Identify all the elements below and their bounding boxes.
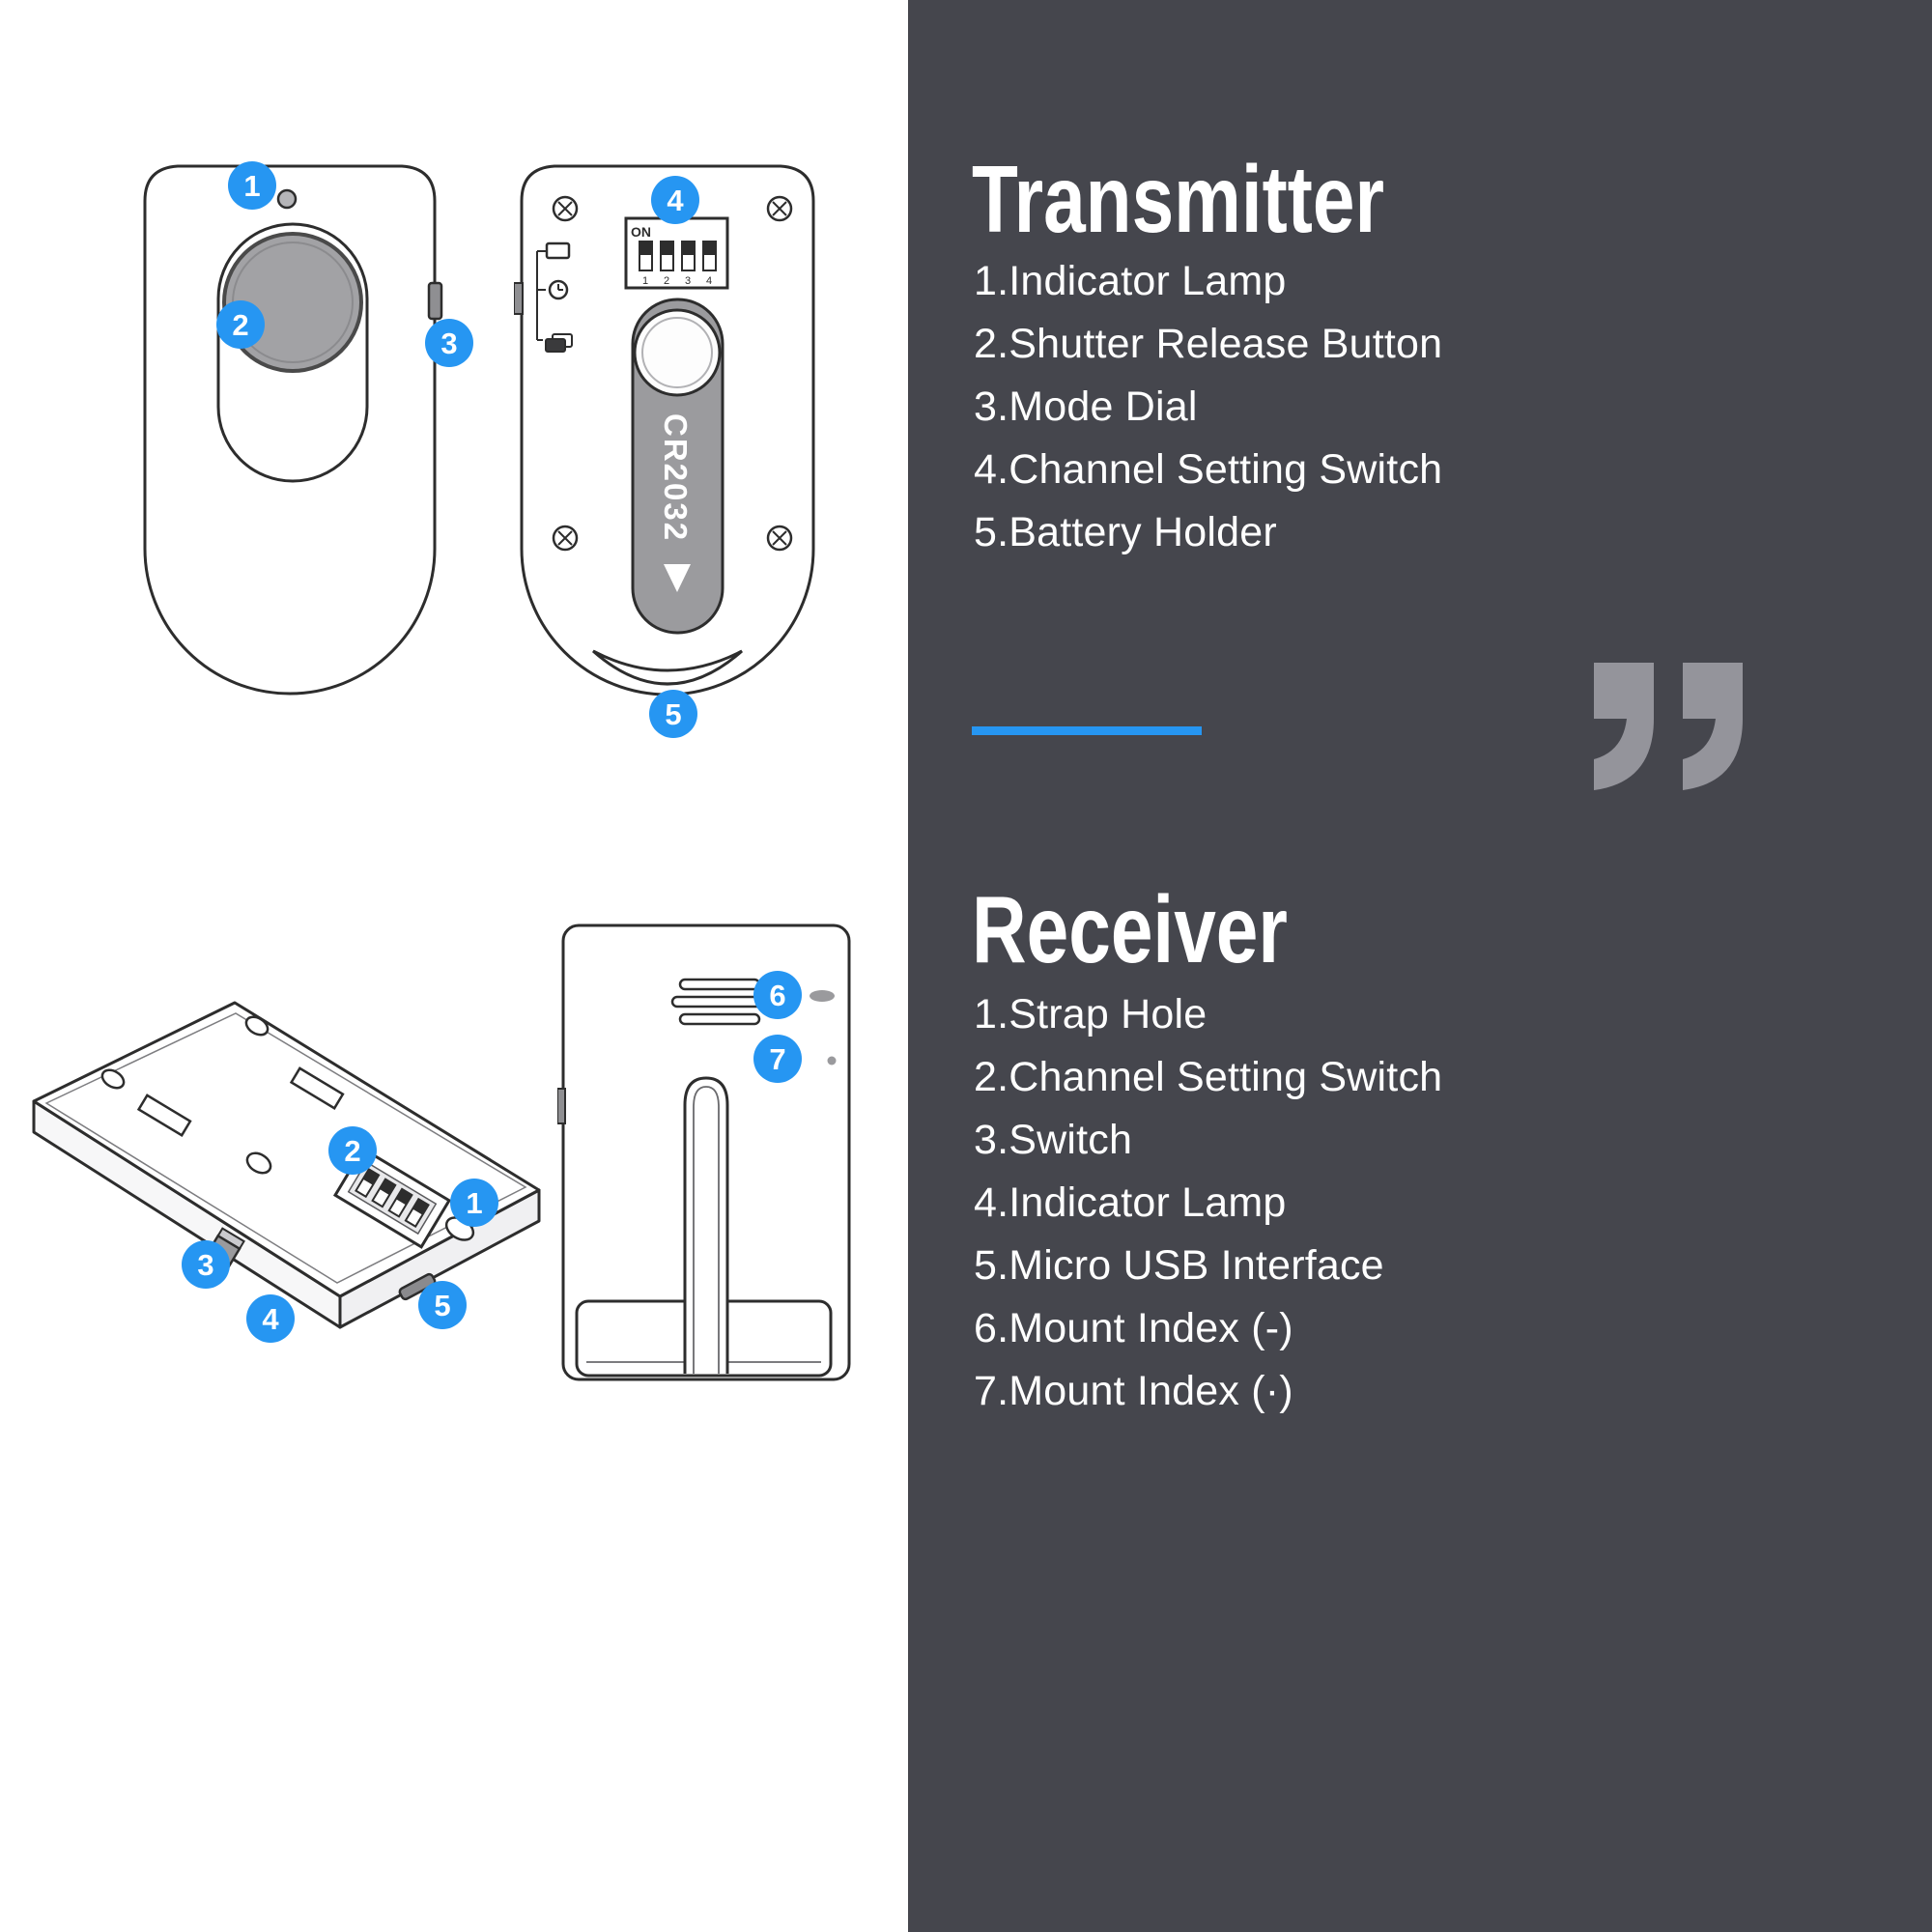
mode-dial-tab bbox=[427, 281, 443, 321]
mount-index-dash bbox=[810, 990, 835, 1002]
clip-tongue bbox=[683, 1076, 729, 1374]
burst-icon bbox=[545, 333, 573, 353]
callout-transmitter-3: 3 bbox=[425, 319, 473, 367]
channel-setting-switch-receiver bbox=[332, 1147, 452, 1249]
dip-levers bbox=[639, 241, 717, 271]
battery-type-label: CR2032 bbox=[658, 413, 694, 542]
callout-transmitter-2: 2 bbox=[216, 300, 265, 349]
receiver-feature: 4.Indicator Lamp bbox=[974, 1179, 1287, 1226]
screw-icon bbox=[552, 195, 579, 222]
transmitter-feature: 5.Battery Holder bbox=[974, 509, 1277, 555]
dip-number: 4 bbox=[706, 275, 712, 287]
dip-levers bbox=[355, 1167, 430, 1229]
callout-transmitter-1: 1 bbox=[228, 161, 276, 210]
receiver-feature: 6.Mount Index (-) bbox=[974, 1305, 1293, 1351]
mode-dial-tab bbox=[514, 282, 524, 315]
callout-receiver-3: 3 bbox=[182, 1240, 230, 1289]
transmitter-back-view: ON 1 2 3 4 CR2032 bbox=[514, 164, 815, 696]
finger-notch bbox=[592, 649, 743, 686]
screw-icon bbox=[552, 525, 579, 552]
receiver-feature: 2.Channel Setting Switch bbox=[974, 1054, 1443, 1100]
accent-divider bbox=[972, 726, 1202, 735]
belt-clip bbox=[575, 1076, 833, 1378]
top-face-seam bbox=[44, 1012, 527, 1284]
timer-icon bbox=[548, 279, 569, 300]
speaker-grill bbox=[670, 978, 769, 1026]
transmitter-feature-list: 1.Indicator Lamp 2.Shutter Release Butto… bbox=[974, 250, 1442, 564]
mode-icons bbox=[536, 242, 573, 353]
callout-receiver-1: 1 bbox=[450, 1179, 498, 1227]
callout-receiver-5: 5 bbox=[418, 1281, 467, 1329]
clip-tongue-inner bbox=[693, 1086, 720, 1374]
receiver-feature: 7.Mount Index (·) bbox=[974, 1368, 1293, 1414]
battery-holder: CR2032 bbox=[631, 298, 724, 635]
strap-hole bbox=[100, 1068, 126, 1090]
dip-number: 3 bbox=[685, 275, 691, 287]
receiver-feature: 1.Strap Hole bbox=[974, 991, 1208, 1037]
transmitter-feature: 3.Mode Dial bbox=[974, 384, 1198, 430]
switch-tab bbox=[557, 1088, 566, 1124]
mount-index-dot bbox=[827, 1056, 837, 1065]
transmitter-feature: 4.Channel Setting Switch bbox=[974, 446, 1443, 493]
single-shot-icon bbox=[545, 242, 571, 260]
quote-marks-icon bbox=[1594, 663, 1743, 790]
transmitter-feature: 2.Shutter Release Button bbox=[974, 321, 1443, 367]
receiver-feature: 5.Micro USB Interface bbox=[974, 1242, 1384, 1289]
battery-arrow-icon bbox=[664, 564, 691, 592]
dip-on-label: ON bbox=[631, 224, 651, 240]
info-panel: Transmitter 1.Indicator Lamp 2.Shutter R… bbox=[908, 0, 1932, 1932]
callout-receiver-6: 6 bbox=[753, 971, 802, 1019]
receiver-feature: 3.Switch bbox=[974, 1117, 1133, 1163]
transmitter-feature: 1.Indicator Lamp bbox=[974, 258, 1287, 304]
dip-number: 1 bbox=[642, 275, 648, 287]
battery-window bbox=[633, 308, 722, 397]
rail-slot bbox=[136, 1094, 192, 1137]
indicator-lamp bbox=[276, 188, 298, 210]
rail-slot bbox=[289, 1066, 345, 1110]
screw-icon bbox=[766, 525, 793, 552]
micro-usb-slot bbox=[398, 1272, 437, 1301]
tripod-hole bbox=[245, 1151, 272, 1175]
screw-icon bbox=[766, 195, 793, 222]
callout-receiver-2: 2 bbox=[328, 1126, 377, 1175]
receiver-title: Receiver bbox=[972, 876, 1288, 982]
callout-transmitter-4: 4 bbox=[651, 176, 699, 224]
callout-receiver-7: 7 bbox=[753, 1035, 802, 1083]
transmitter-front-view bbox=[143, 164, 443, 696]
mode-pointer-lines bbox=[536, 250, 546, 341]
channel-setting-switch: ON 1 2 3 4 bbox=[624, 216, 729, 290]
receiver-back-view bbox=[557, 923, 851, 1381]
dip-number: 2 bbox=[664, 275, 669, 287]
receiver-feature-list: 1.Strap Hole 2.Channel Setting Switch 3.… bbox=[974, 983, 1442, 1423]
transmitter-title: Transmitter bbox=[972, 146, 1384, 252]
callout-receiver-4: 4 bbox=[246, 1294, 295, 1343]
callout-transmitter-5: 5 bbox=[649, 690, 697, 738]
receiver-angled-view bbox=[32, 1001, 541, 1329]
strap-hole bbox=[244, 1015, 270, 1037]
